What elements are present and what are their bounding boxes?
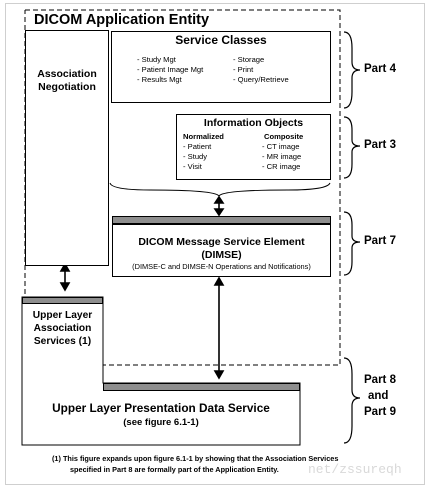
presentation-line2: (see figure 6.1-1) — [123, 417, 199, 428]
association-negotiation-box — [25, 30, 109, 266]
service-class-item: - Study Mgt — [137, 55, 176, 64]
service-classes-title: Service Classes — [175, 33, 267, 47]
normalized-header: Normalized — [183, 132, 224, 141]
association-negotiation-line2: Negotiation — [38, 81, 96, 93]
diagram-title: DICOM Application Entity — [34, 12, 210, 28]
part4-label: Part 4 — [364, 63, 396, 75]
footnote-line2: specified in Part 8 are formally part of… — [70, 465, 279, 474]
composite-item: - CT image — [262, 142, 300, 151]
normalized-item: - Patient — [183, 142, 212, 151]
part3-label: Part 3 — [364, 139, 396, 151]
composite-item: - MR image — [262, 152, 302, 161]
service-class-item: - Storage — [233, 55, 265, 64]
normalized-item: - Study — [183, 152, 208, 161]
part9-label: Part 9 — [364, 406, 396, 418]
dimse-line1: DICOM Message Service Element — [138, 236, 305, 248]
brace-part3 — [343, 116, 361, 179]
dimse-line3: (DIMSE-C and DIMSE-N Operations and Noti… — [132, 262, 311, 271]
presentation-line1: Upper Layer Presentation Data Service — [52, 401, 270, 415]
information-objects-box — [176, 114, 331, 180]
brace-part4 — [343, 31, 361, 109]
composite-header: Composite — [264, 132, 304, 141]
brace-part7 — [343, 211, 361, 276]
footnote-line1: (1) This figure expands upon figure 6.1-… — [52, 454, 339, 463]
part8-and-label: and — [368, 390, 389, 402]
watermark: net/zssureqh — [308, 462, 402, 477]
ula-services-outline — [21, 296, 301, 446]
normalized-item: - Visit — [183, 162, 202, 171]
service-class-item: - Results Mgt — [137, 75, 182, 84]
application-entity-boundary — [24, 9, 341, 366]
arrow-dimse-to-presentation — [213, 276, 225, 380]
part7-label: Part 7 — [364, 235, 396, 247]
ula-services-line2: Association — [33, 323, 92, 334]
composite-item: - CR image — [262, 162, 301, 171]
brace-part8 — [343, 357, 361, 444]
service-class-item: - Patient Image Mgt — [137, 65, 204, 74]
presentation-shade-bar — [103, 383, 300, 391]
arrow-info-to-dimse — [213, 195, 225, 217]
ula-services-line1: Upper Layer — [32, 310, 93, 321]
dimse-shade-bar — [112, 216, 331, 224]
info-objects-brace — [109, 182, 331, 197]
figure-frame — [5, 3, 425, 485]
information-objects-title: Information Objects — [203, 117, 304, 129]
service-classes-box — [111, 31, 331, 103]
dimse-box — [112, 224, 331, 277]
ula-services-line3: Services (1) — [33, 336, 92, 347]
dimse-line2: (DIMSE) — [201, 249, 242, 261]
service-class-item: - Print — [233, 65, 254, 74]
ula-services-shade-bar — [22, 297, 103, 304]
association-negotiation-line1: Association — [37, 68, 97, 80]
part8-label: Part 8 — [364, 374, 396, 386]
service-class-item: - Query/Retrieve — [233, 75, 289, 84]
arrow-assoc-to-ula — [59, 262, 71, 292]
